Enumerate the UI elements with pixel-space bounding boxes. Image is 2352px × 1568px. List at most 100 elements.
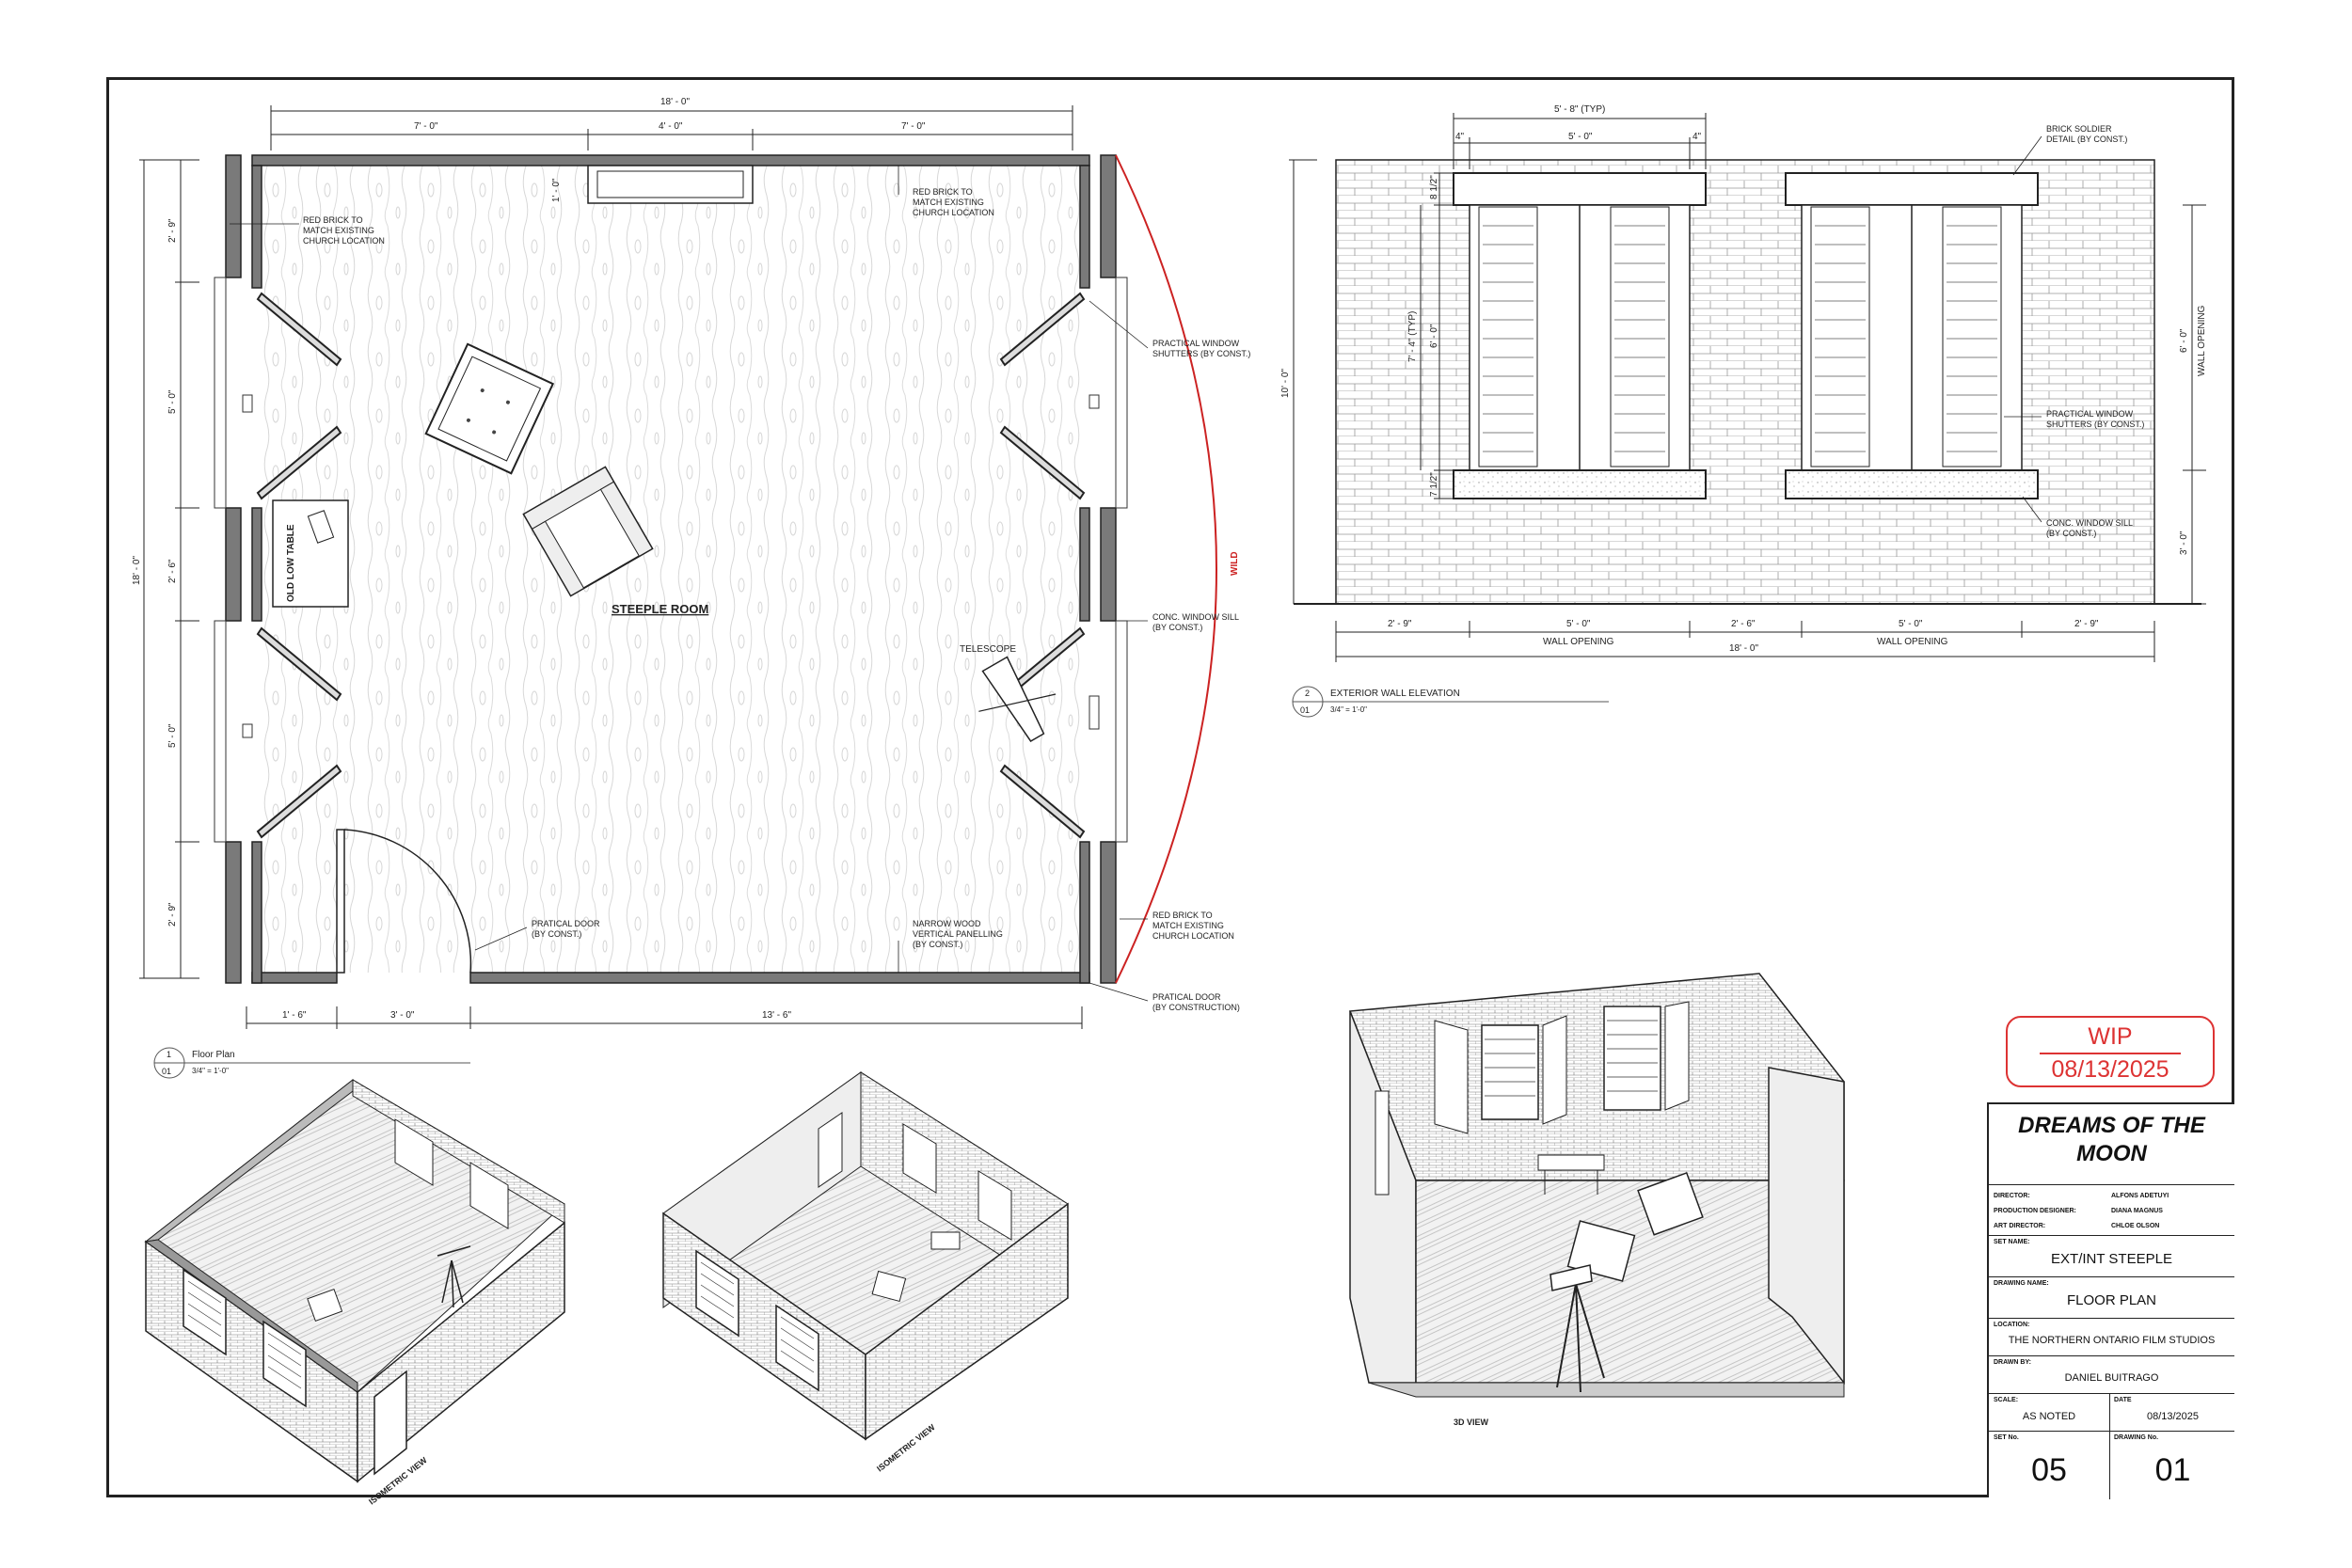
dim-bottom-seg1: 1' - 6" xyxy=(282,1010,307,1021)
note-conc-sill-1: CONC. WINDOW SILL xyxy=(1152,612,1239,622)
floor-plan-notes: RED BRICK TO MATCH EXISTING CHURCH LOCAT… xyxy=(303,187,1250,1012)
numbers-divider xyxy=(2109,1432,2110,1499)
elev-dim-overall-height: 10' - 0" xyxy=(1280,369,1291,398)
elev-note-shutters-1: PRACTICAL WINDOW xyxy=(2046,409,2134,419)
tag2-scale: 3/4" = 1'-0" xyxy=(1330,705,1367,714)
elev-note-soldier-2: DETAIL (BY CONST.) xyxy=(2046,135,2127,144)
isometric-view-1: ISOMETRIC VIEW xyxy=(144,1078,565,1507)
floor-plan: WILD OLD LOW TABLE STEEPLE ROOM TELESCOP… xyxy=(132,97,1250,1079)
dim-top-center: 4' - 0" xyxy=(659,121,683,132)
scale-value: AS NOTED xyxy=(2022,1411,2076,1422)
dim-left-seg4: 5' - 0" xyxy=(167,723,178,748)
dim-left-seg2: 5' - 0" xyxy=(167,389,178,414)
note-red-brick-right-1: RED BRICK TO xyxy=(1152,911,1213,920)
floor-plan-dim-lines-bottom xyxy=(246,1006,1083,1029)
elev-dim-head: 8 1/2" xyxy=(1429,175,1439,199)
set-name-label: SET NAME: xyxy=(1994,1239,2030,1245)
note-red-brick-left-1: RED BRICK TO xyxy=(303,215,363,225)
floor-plan-tag: 1 01 Floor Plan 3/4" = 1'-0" xyxy=(153,1047,470,1079)
elev-dim-typ-height: 7' - 4" (TYP) xyxy=(1407,311,1418,362)
elev-dim-right-base: 3' - 0" xyxy=(2179,531,2189,555)
dim-left-seg1: 2' - 9" xyxy=(167,218,178,243)
credit-role-designer: PRODUCTION DESIGNER: xyxy=(1994,1208,2076,1214)
location-label: LOCATION: xyxy=(1994,1322,2030,1328)
elev-wall-opening-1: WALL OPENING xyxy=(1543,637,1614,647)
title-block-numbers: SET No. 05 DRAWING No. 01 xyxy=(1989,1432,2234,1499)
set-no-value: 05 xyxy=(2031,1452,2067,1488)
scale-date-divider xyxy=(2109,1394,2110,1432)
title-block-drawn-by: DRAWN BY: DANIEL BUITRAGO xyxy=(1989,1356,2234,1394)
note-red-brick-left-2: MATCH EXISTING xyxy=(303,226,374,235)
elev-note-sill-2: (BY CONST.) xyxy=(2046,529,2096,538)
date-value: 08/13/2025 xyxy=(2146,1411,2200,1422)
title-block-credits: DIRECTOR: ALFONS ADETUYI PRODUCTION DESI… xyxy=(1989,1185,2234,1236)
elevation-window-2 xyxy=(1785,172,2039,499)
elev-dim-right-opening: 6' - 0" xyxy=(2179,328,2189,353)
tag2-sheet: 01 xyxy=(1300,705,1310,715)
note-red-brick-top-2: MATCH EXISTING xyxy=(913,198,984,207)
dim-left-overall: 18' - 0" xyxy=(132,556,142,585)
telescope xyxy=(978,656,1057,742)
dim-bottom-seg2: 3' - 0" xyxy=(390,1010,415,1021)
elev-note-soldier-1: BRICK SOLDIER xyxy=(2046,124,2112,134)
elev-dim-bottom-overall: 18' - 0" xyxy=(1729,643,1758,654)
credit-name-director: ALFONS ADETUYI xyxy=(2111,1193,2169,1199)
credit-role-director: DIRECTOR: xyxy=(1994,1193,2030,1199)
date-label: DATE xyxy=(2114,1397,2132,1403)
elev-dim-center: 5' - 0" xyxy=(1568,132,1593,142)
note-leaders xyxy=(230,166,1149,1002)
floor-plan-dim-lines-left xyxy=(139,159,199,979)
elevation-dim-lines-left xyxy=(1289,159,1454,604)
old-low-table-label: OLD LOW TABLE xyxy=(286,524,296,602)
dim-left-seg5: 2' - 9" xyxy=(167,902,178,927)
elev-dim-bottom-s2: 5' - 0" xyxy=(1566,619,1591,629)
wild-label: WILD xyxy=(1230,551,1240,576)
elev-note-shutters-2: SHUTTERS (BY CONST.) xyxy=(2046,420,2144,429)
title-block-set-name: SET NAME: EXT/INT STEEPLE xyxy=(1989,1236,2234,1277)
location-value: THE NORTHERN ONTARIO FILM STUDIOS xyxy=(2008,1335,2216,1346)
elev-dim-left4: 4" xyxy=(1455,132,1465,142)
set-name-value: EXT/INT STEEPLE xyxy=(2051,1251,2172,1267)
brick-wall xyxy=(1335,159,2155,605)
floor-plan-dim-lines-top xyxy=(270,105,1073,150)
title-block-scale-date: SCALE: AS NOTED DATE 08/13/2025 xyxy=(1989,1394,2234,1432)
note-red-brick-right-2: MATCH EXISTING xyxy=(1152,921,1224,930)
armchair-2 xyxy=(522,466,654,597)
project-title: DREAMS OF THE MOON xyxy=(2018,1113,2205,1166)
elevation-dim-lines-top xyxy=(1453,113,1707,169)
title-block: DREAMS OF THE MOON DIRECTOR: ALFONS ADET… xyxy=(1987,1102,2234,1499)
floor-plan-walls xyxy=(225,154,1117,984)
room-label: STEEPLE ROOM xyxy=(612,602,708,616)
shutter-hardware xyxy=(242,394,1100,738)
elevation-note-leaders xyxy=(2004,135,2042,523)
drawing-no-label: DRAWING No. xyxy=(2114,1434,2159,1441)
isometric-view-2: ISOMETRIC VIEW xyxy=(662,1071,1069,1474)
elevation-window-1 xyxy=(1453,172,1707,499)
elev-dim-sill: 7 1/2" xyxy=(1429,472,1439,497)
wip-date: 08/13/2025 xyxy=(2051,1056,2169,1083)
note-red-brick-top-1: RED BRICK TO xyxy=(913,187,973,197)
note-practical-window-1: PRACTICAL WINDOW xyxy=(1152,339,1240,348)
drawn-by-value: DANIEL BUITRAGO xyxy=(2064,1372,2159,1384)
elevation-notes: BRICK SOLDIER DETAIL (BY CONST.) PRACTIC… xyxy=(2046,124,2144,538)
tag1-scale: 3/4" = 1'-0" xyxy=(192,1067,229,1075)
view-3d: 3D VIEW xyxy=(1348,973,1845,1427)
telescope-label: TELESCOPE xyxy=(960,644,1016,655)
dim-left-seg3: 2' - 6" xyxy=(167,559,178,583)
elev-note-sill-1: CONC. WINDOW SILL xyxy=(2046,518,2133,528)
drawing-name-label: DRAWING NAME: xyxy=(1994,1280,2049,1287)
note-practical-door-right-2: (BY CONSTRUCTION) xyxy=(1152,1003,1240,1012)
iso2-label: ISOMETRIC VIEW xyxy=(875,1422,937,1474)
armchair-1 xyxy=(424,342,555,475)
view3d-label: 3D VIEW xyxy=(1454,1418,1489,1427)
dim-bottom-seg3: 13' - 6" xyxy=(762,1010,791,1021)
tag1-number: 1 xyxy=(167,1050,171,1059)
dim-top-overall: 18' - 0" xyxy=(660,97,690,107)
set-no-label: SET No. xyxy=(1994,1434,2019,1441)
dim-top-right: 7' - 0" xyxy=(901,121,926,132)
wild-wall-arc xyxy=(1115,154,1217,984)
note-pratical-door-2: (BY CONST.) xyxy=(532,929,581,939)
note-red-brick-left-3: CHURCH LOCATION xyxy=(303,236,385,245)
note-conc-sill-2: (BY CONST.) xyxy=(1152,623,1202,632)
